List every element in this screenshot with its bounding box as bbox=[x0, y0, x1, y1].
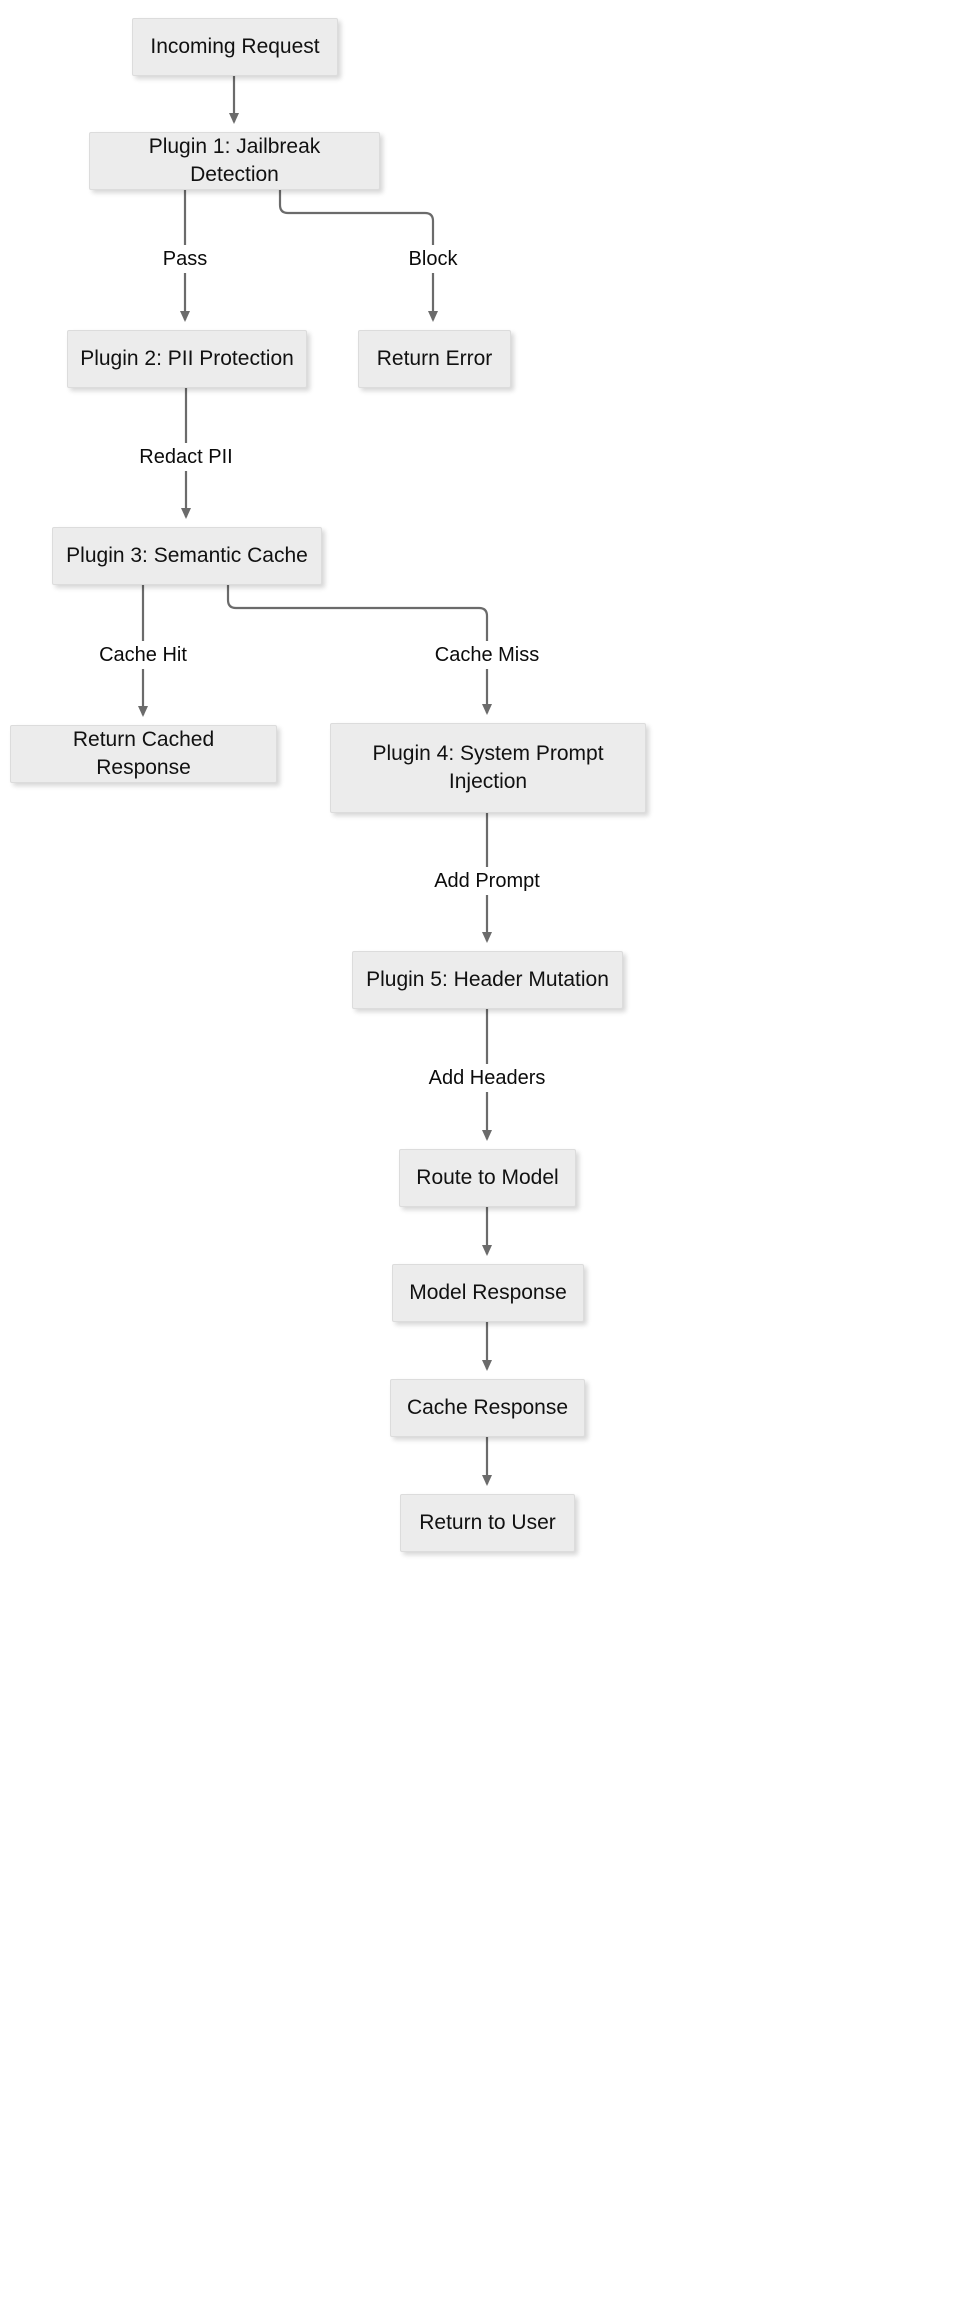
node-return-to-user[interactable]: Return to User bbox=[400, 1494, 575, 1552]
edge-plugin1-to-return-error-block bbox=[278, 190, 435, 246]
edge-label-cache-hit: Cache Hit bbox=[93, 641, 193, 669]
node-incoming-request[interactable]: Incoming Request bbox=[132, 18, 338, 76]
node-plugin3-semantic-cache[interactable]: Plugin 3: Semantic Cache bbox=[52, 527, 322, 585]
edge-label-block: Block bbox=[402, 245, 464, 273]
node-return-error[interactable]: Return Error bbox=[358, 330, 511, 388]
edge-plugin3-to-plugin4 bbox=[226, 585, 489, 642]
node-plugin2-pii-protection[interactable]: Plugin 2: PII Protection bbox=[67, 330, 307, 388]
node-cache-response[interactable]: Cache Response bbox=[390, 1379, 585, 1437]
node-model-response[interactable]: Model Response bbox=[392, 1264, 584, 1322]
edge-label-cache-miss: Cache Miss bbox=[428, 641, 546, 669]
node-plugin1-jailbreak-detection[interactable]: Plugin 1: Jailbreak Detection bbox=[89, 132, 380, 190]
node-plugin5-header-mutation[interactable]: Plugin 5: Header Mutation bbox=[352, 951, 623, 1009]
node-return-cached-response[interactable]: Return Cached Response bbox=[10, 725, 277, 783]
edge-label-add-prompt: Add Prompt bbox=[428, 867, 546, 895]
edge-label-pass: Pass bbox=[156, 245, 214, 273]
node-route-to-model[interactable]: Route to Model bbox=[399, 1149, 576, 1207]
edge-label-add-headers: Add Headers bbox=[422, 1064, 552, 1092]
node-plugin4-system-prompt-injection[interactable]: Plugin 4: System Prompt Injection bbox=[330, 723, 646, 813]
edge-label-redact-pii: Redact PII bbox=[133, 443, 239, 471]
